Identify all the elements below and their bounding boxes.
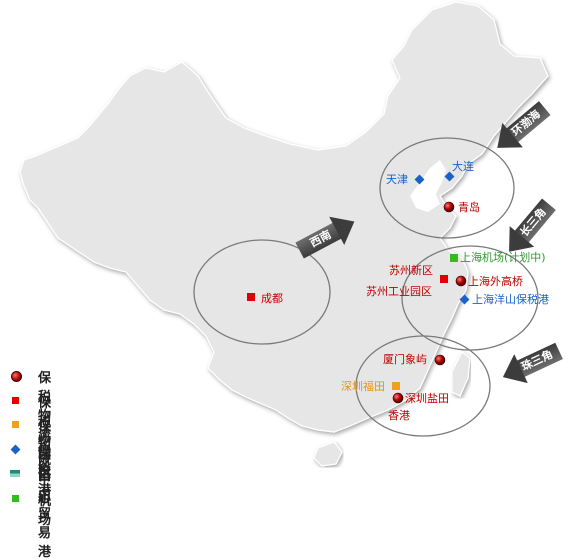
china-landmass	[19, 1, 549, 433]
blue-diamond-icon	[10, 444, 22, 456]
legend-label: 保税物流中心	[38, 395, 52, 506]
ball-marker-icon	[10, 370, 22, 382]
label-sh-waigaoqiao: 上海外高桥	[468, 275, 523, 288]
marker-xiamen	[434, 354, 446, 366]
marker-qingdao	[443, 201, 455, 213]
legend-label: 保税港	[38, 444, 52, 498]
label-sh-airport: 上海机场(计划中)	[460, 251, 546, 264]
marker-chengdu	[247, 293, 255, 301]
label-sz-futian: 深圳福田	[341, 380, 385, 393]
legend-label: 机场	[38, 493, 52, 528]
orange-square-icon	[10, 419, 22, 431]
region-circle-xinan	[193, 239, 331, 345]
taiwan-island	[451, 351, 471, 397]
marker-dalian	[444, 171, 455, 182]
marker-sh-waigaoqiao	[455, 275, 467, 287]
legend-label: 保税物流园区	[38, 371, 52, 481]
marker-sh-yangshan	[459, 294, 470, 305]
label-sz-yantian: 深圳盐田	[405, 392, 449, 405]
label-dalian: 大连	[452, 160, 474, 173]
green-square-icon	[10, 493, 22, 505]
marker-sz-futian	[392, 382, 400, 390]
marker-suzhou	[440, 275, 448, 283]
bohai-bay	[410, 160, 446, 212]
label-hongkong: 香港	[388, 409, 410, 422]
label-xiamen: 厦门象屿	[383, 353, 427, 366]
label-qingdao: 青岛	[458, 201, 480, 214]
legend-label: 保税区	[38, 420, 52, 473]
port-flag-icon	[10, 468, 22, 480]
marker-sh-airport	[450, 254, 458, 262]
region-circle-zhusanjiao	[355, 335, 491, 437]
label-tianjin: 天津	[386, 173, 408, 186]
red-square-icon	[10, 395, 22, 407]
label-suzhou-new: 苏州新区	[389, 264, 433, 277]
label-suzhou-ind: 苏州工业园区	[366, 285, 432, 298]
marker-sz-yantian	[392, 392, 404, 404]
china-map	[19, 1, 549, 467]
region-circle-huanbohai	[379, 137, 515, 239]
hainan-island	[313, 441, 343, 467]
label-chengdu: 成都	[261, 292, 283, 305]
label-sh-yangshan: 上海洋山保税港	[472, 293, 549, 306]
marker-tianjin	[414, 174, 425, 185]
